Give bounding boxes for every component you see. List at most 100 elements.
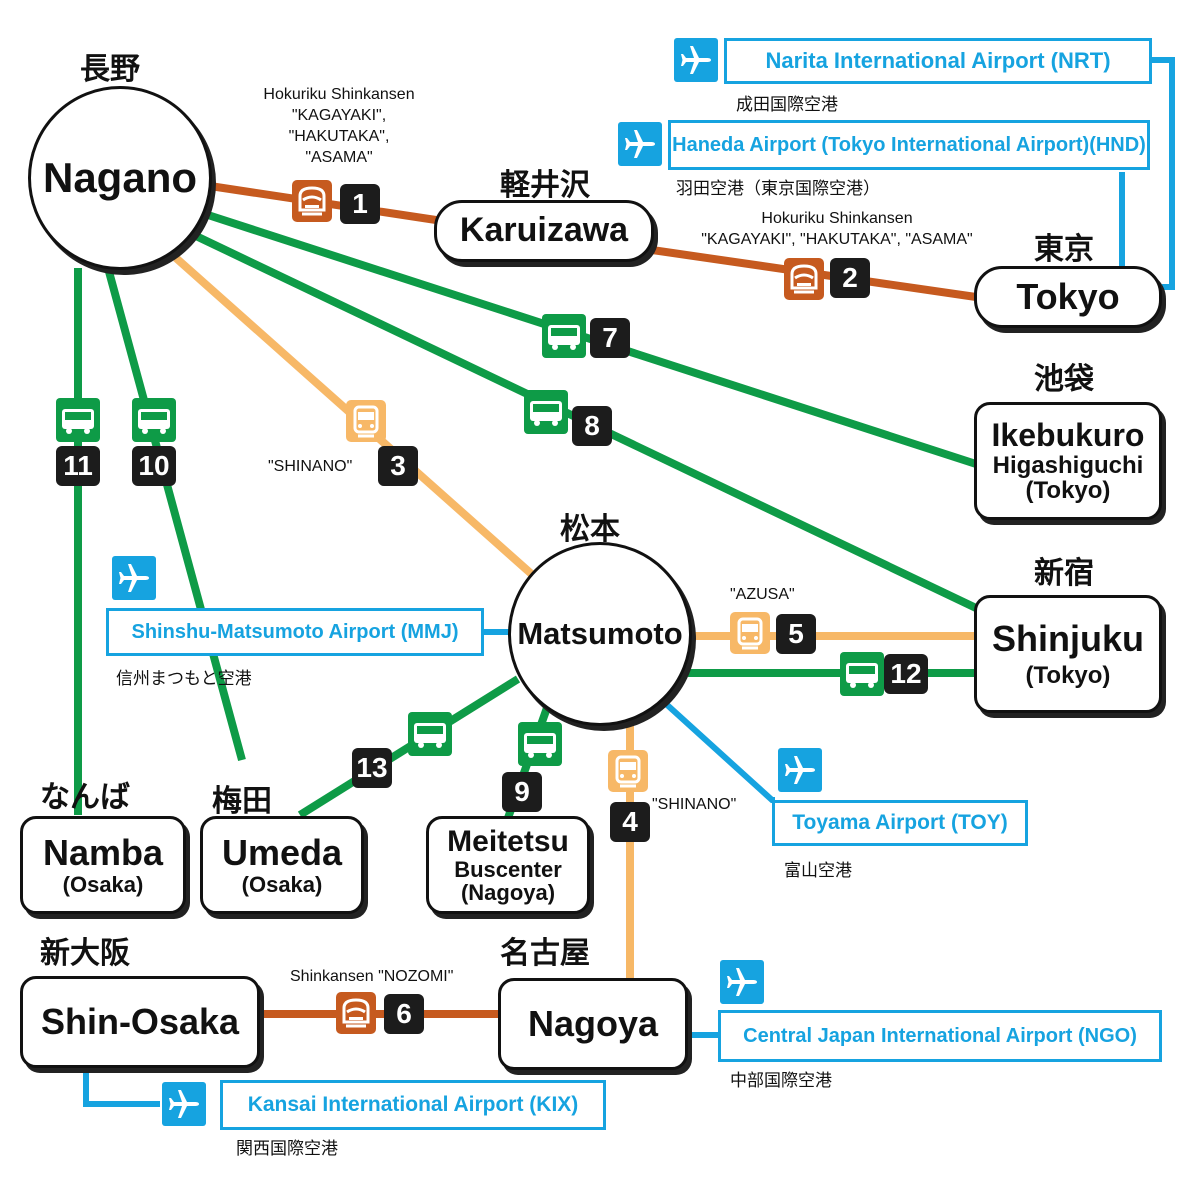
route-8-badge[interactable]: 8 — [572, 406, 612, 446]
ikebukuro-label: Ikebukuro — [991, 417, 1145, 454]
toyama-airplane-icon — [778, 748, 822, 792]
narita-airport-jp: 成田国際空港 — [736, 95, 838, 115]
meitetsu-station[interactable]: Meitetsu Buscenter (Nagoya) — [426, 816, 590, 914]
nagoya-jp: 名古屋 — [500, 936, 590, 971]
bus-icon — [408, 712, 452, 756]
haneda-airport[interactable]: Haneda Airport (Tokyo International Airp… — [668, 120, 1150, 170]
route-2-caption: Hokuriku Shinkansen "KAGAYAKI", "HAKUTAK… — [672, 208, 1002, 250]
route-13-badge[interactable]: 13 — [352, 748, 392, 788]
shinjuku-sub: (Tokyo) — [1025, 662, 1111, 690]
narita-airport[interactable]: Narita International Airport (NRT) — [724, 38, 1152, 84]
ngo-airport[interactable]: Central Japan International Airport (NGO… — [718, 1010, 1162, 1062]
limited-express-train-icon — [608, 750, 648, 792]
namba-station[interactable]: Namba (Osaka) — [20, 816, 186, 914]
limited-express-train-icon — [730, 612, 770, 654]
tokyo-jp: 東京 — [1034, 232, 1094, 267]
meitetsu-sub: Buscenter — [454, 856, 562, 882]
route-2-caption-line: Hokuriku Shinkansen — [761, 210, 913, 227]
toyama-airport-jp: 富山空港 — [784, 861, 852, 881]
toyama-airport-name: Toyama Airport (TOY) — [792, 811, 1008, 834]
route-6-badge[interactable]: 6 — [384, 994, 424, 1034]
umeda-jp: 梅田 — [212, 784, 272, 819]
route-1-caption: Hokuriku Shinkansen "KAGAYAKI", "HAKUTAK… — [244, 84, 434, 168]
bus-icon — [518, 722, 562, 766]
ngo-airport-name: Central Japan International Airport (NGO… — [743, 1024, 1137, 1047]
shinkansen-train-icon — [336, 992, 376, 1034]
umeda-station[interactable]: Umeda (Osaka) — [200, 816, 364, 914]
ikebukuro-sub2: (Tokyo) — [1025, 476, 1111, 504]
matsumoto-hub[interactable]: Matsumoto — [508, 542, 692, 726]
route-9-badge[interactable]: 9 — [502, 772, 542, 812]
meitetsu-label: Meitetsu — [447, 825, 569, 859]
ikebukuro-jp: 池袋 — [1034, 362, 1094, 397]
haneda-airport-jp: 羽田空港（東京国際空港） — [676, 179, 880, 199]
kix-airplane-icon — [162, 1082, 206, 1126]
route-7-badge[interactable]: 7 — [590, 318, 630, 358]
shinosaka-jp: 新大阪 — [40, 936, 130, 971]
shinjuku-jp: 新宿 — [1034, 556, 1094, 591]
ikebukuro-station[interactable]: Ikebukuro Higashiguchi (Tokyo) — [974, 402, 1162, 520]
kix-connector — [83, 1068, 160, 1107]
ngo-airport-jp: 中部国際空港 — [730, 1071, 832, 1091]
namba-sub: (Osaka) — [62, 872, 144, 898]
route-4-badge[interactable]: 4 — [610, 802, 650, 842]
route-1-badge[interactable]: 1 — [340, 184, 380, 224]
shinjuku-label: Shinjuku — [992, 617, 1144, 659]
nagano-hub[interactable]: Nagano — [28, 86, 212, 270]
shinosaka-station[interactable]: Shin-Osaka — [20, 976, 260, 1068]
route-1-caption-line: "HAKUTAKA", — [288, 128, 390, 145]
namba-jp: なんば — [40, 780, 130, 815]
narita-airport-name: Narita International Airport (NRT) — [765, 48, 1111, 73]
nagoya-station[interactable]: Nagoya — [498, 978, 688, 1070]
route-12-badge[interactable]: 12 — [884, 654, 928, 694]
mmj-airport-name: Shinshu-Matsumoto Airport (MMJ) — [131, 620, 459, 643]
namba-label: Namba — [42, 831, 164, 873]
mmj-airport-jp: 信州まつもと空港 — [116, 669, 252, 689]
route-10-line — [104, 266, 246, 762]
shinkansen-train-icon — [292, 180, 332, 222]
narita-airplane-icon — [674, 38, 718, 82]
tokyo-label: Tokyo — [1016, 276, 1120, 318]
route-6-caption: Shinkansen "NOZOMI" — [290, 968, 454, 985]
kix-airport-name: Kansai International Airport (KIX) — [247, 1093, 579, 1116]
bus-icon — [542, 314, 586, 358]
umeda-label: Umeda — [221, 831, 343, 873]
narita-connector — [1150, 57, 1175, 290]
mmj-airport[interactable]: Shinshu-Matsumoto Airport (MMJ) — [106, 608, 484, 656]
kix-airport-jp: 関西国際空港 — [236, 1139, 338, 1159]
route-3-badge[interactable]: 3 — [378, 446, 418, 486]
tokyo-station[interactable]: Tokyo — [974, 266, 1162, 328]
bus-icon — [524, 390, 568, 434]
bus-icon — [56, 398, 100, 442]
toyama-connector — [662, 700, 775, 803]
shinosaka-label: Shin-Osaka — [40, 1001, 240, 1043]
karuizawa-station[interactable]: Karuizawa — [434, 200, 654, 262]
route-10-badge[interactable]: 10 — [132, 446, 176, 486]
haneda-airplane-icon — [618, 122, 662, 166]
route-1-caption-line: Hokuriku Shinkansen — [263, 86, 415, 103]
matsumoto-jp: 松本 — [560, 512, 620, 547]
route-2-badge[interactable]: 2 — [830, 258, 870, 298]
matsumoto-label: Matsumoto — [517, 616, 683, 651]
route-4-caption: "SHINANO" — [652, 796, 737, 813]
route-1-caption-line: "KAGAYAKI", — [291, 107, 387, 124]
shinkansen-train-icon — [784, 258, 824, 300]
toyama-airport[interactable]: Toyama Airport (TOY) — [772, 800, 1028, 846]
route-11-badge[interactable]: 11 — [56, 446, 100, 486]
bus-icon — [132, 398, 176, 442]
ikebukuro-sub: Higashiguchi — [992, 451, 1144, 479]
route-1-caption-line: "ASAMA" — [305, 149, 373, 166]
shinjuku-station[interactable]: Shinjuku (Tokyo) — [974, 595, 1162, 713]
bus-icon — [840, 652, 884, 696]
karuizawa-jp: 軽井沢 — [500, 168, 590, 203]
mmj-airplane-icon — [112, 556, 156, 600]
ngo-airplane-icon — [720, 960, 764, 1004]
haneda-airport-name: Haneda Airport (Tokyo International Airp… — [672, 133, 1146, 156]
route-5-caption: "AZUSA" — [730, 586, 795, 603]
karuizawa-label: Karuizawa — [459, 211, 629, 250]
limited-express-train-icon — [346, 400, 386, 442]
route-5-badge[interactable]: 5 — [776, 614, 816, 654]
nagoya-label: Nagoya — [527, 1003, 659, 1045]
route-3-caption: "SHINANO" — [268, 458, 353, 475]
kix-airport[interactable]: Kansai International Airport (KIX) — [220, 1080, 606, 1130]
